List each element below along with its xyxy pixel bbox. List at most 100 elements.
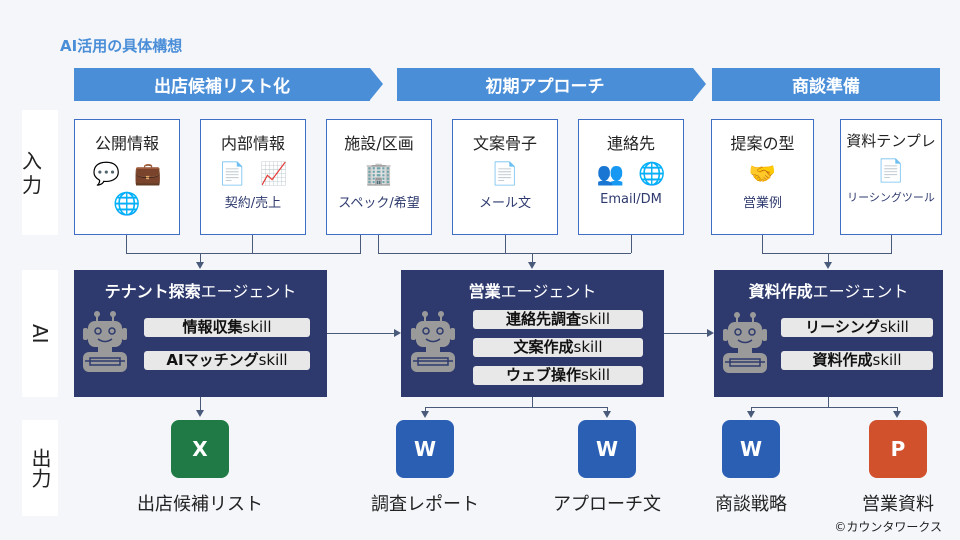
arrow-down: [603, 411, 611, 418]
input-contacts: 連絡先 👥🌐 Email/DM: [578, 119, 684, 235]
arrow-down: [528, 262, 536, 269]
excel-icon: X: [171, 420, 229, 478]
agent-name: 資料作成: [748, 282, 813, 301]
skill-pill: AIマッチングskill: [144, 351, 310, 370]
phase-3: 商談準備: [712, 68, 940, 101]
connector: [532, 253, 533, 263]
phase-1: 出店候補リスト化: [74, 68, 370, 101]
input-title: 連絡先: [606, 134, 655, 153]
connector: [762, 235, 763, 253]
connector: [664, 333, 707, 334]
document-icon: 📄: [491, 162, 519, 187]
input-draft: 文案骨子 📄 メール文: [452, 119, 558, 235]
phase-label: 商談準備: [792, 77, 860, 97]
robot-icon: [411, 311, 455, 372]
document-icon: 📄: [218, 162, 246, 187]
building-icon: 🏢: [365, 162, 393, 187]
input-template: 資料テンプレ 📄 リーシングツール: [840, 119, 942, 235]
row-label-input: 入力: [22, 110, 58, 235]
skill-pill: 資料作成skill: [781, 351, 933, 370]
connector: [891, 235, 892, 253]
input-title: 資料テンプレ: [846, 132, 936, 150]
chat-icon: 💬: [92, 162, 120, 187]
output-research-report: W 調査レポート: [355, 420, 495, 516]
phase-arrow-tip: [693, 68, 706, 100]
input-title: 提案の型: [730, 134, 795, 153]
arrow-down: [893, 411, 901, 418]
output-sales-material: P 営業資料: [843, 420, 953, 516]
skill-pill: ウェブ操作skill: [473, 366, 643, 385]
word-icon: W: [578, 420, 636, 478]
connector: [200, 397, 201, 411]
input-subtitle: リーシングツール: [847, 191, 935, 204]
input-title: 内部情報: [220, 134, 285, 153]
globe-icon: 🌐: [113, 192, 141, 217]
phase-arrow-tip: [370, 68, 383, 100]
input-title: 文案骨子: [472, 134, 537, 153]
input-subtitle: Email/DM: [600, 192, 662, 207]
arrow-right: [707, 329, 714, 337]
connector: [897, 407, 898, 412]
output-candidate-list: X 出店候補リスト: [120, 420, 280, 516]
agent-tenant-search: テナント探索エージェント 情報収集skill AIマッチングskill: [74, 270, 327, 397]
row-label-output: 出力: [22, 420, 58, 516]
input-title: 施設/区画: [344, 134, 414, 153]
connector: [505, 235, 506, 253]
arrow-down: [824, 262, 832, 269]
skill-pill: リーシングskill: [781, 318, 933, 337]
output-sales-strategy: W 商談戦略: [696, 420, 806, 516]
connector: [762, 253, 892, 254]
arrow-down: [196, 410, 204, 417]
output-label: アプローチ文: [553, 494, 661, 515]
connector: [425, 407, 608, 408]
word-icon: W: [396, 420, 454, 478]
connector: [631, 235, 632, 253]
connector: [425, 407, 426, 412]
connector: [378, 235, 379, 253]
chart-icon: 📈: [260, 162, 288, 187]
agent-sales: 営業エージェント 連絡先調査skill 文案作成skill ウェブ操作skill: [401, 270, 664, 397]
skill-pill: 連絡先調査skill: [473, 310, 643, 329]
input-public-info: 公開情報 💬💼🌐: [74, 119, 180, 235]
robot-icon: [723, 312, 767, 373]
agent-suffix: エージェント: [500, 282, 597, 301]
connector: [200, 253, 201, 263]
page-title: AI活用の具体構想: [60, 37, 183, 55]
connector: [378, 253, 631, 254]
arrow-down: [421, 411, 429, 418]
output-label: 営業資料: [862, 494, 934, 515]
input-subtitle: 契約/売上: [224, 196, 282, 211]
output-label: 調査レポート: [371, 494, 479, 515]
arrow-down: [196, 262, 204, 269]
connector: [126, 235, 127, 253]
connector: [828, 253, 829, 263]
output-approach-text: W アプローチ文: [537, 420, 677, 516]
input-internal-info: 内部情報 📄 📈 契約/売上: [200, 119, 306, 235]
agent-name: 営業: [468, 282, 501, 301]
document-icon: 📄: [877, 159, 905, 184]
agent-name: テナント探索: [104, 282, 201, 301]
input-proposal-type: 提案の型 🤝 営業例: [711, 119, 814, 235]
connector: [360, 235, 361, 253]
connector: [252, 235, 253, 253]
skill-pill: 文案作成skill: [473, 338, 643, 357]
phase-label: 出店候補リスト化: [154, 77, 290, 97]
connector: [828, 397, 829, 407]
input-subtitle: スペック/希望: [338, 196, 420, 211]
connector: [607, 407, 608, 412]
arrow-right: [394, 329, 401, 337]
agent-suffix: エージェント: [200, 282, 297, 301]
input-facility: 施設/区画 🏢 スペック/希望: [326, 119, 432, 235]
connector: [126, 253, 361, 254]
row-label-ai: AI: [22, 270, 58, 397]
copyright: ©カウンタワークス: [834, 520, 942, 534]
powerpoint-icon: P: [869, 420, 927, 478]
input-subtitle: メール文: [478, 196, 531, 211]
robot-icon: [83, 311, 127, 372]
agent-document: 資料作成エージェント リーシングskill 資料作成skill: [714, 270, 943, 397]
connector: [751, 407, 752, 412]
input-subtitle: 営業例: [742, 196, 782, 211]
globe-icon: 🌐: [638, 162, 666, 187]
connector: [532, 397, 533, 407]
input-title: 公開情報: [94, 134, 159, 153]
